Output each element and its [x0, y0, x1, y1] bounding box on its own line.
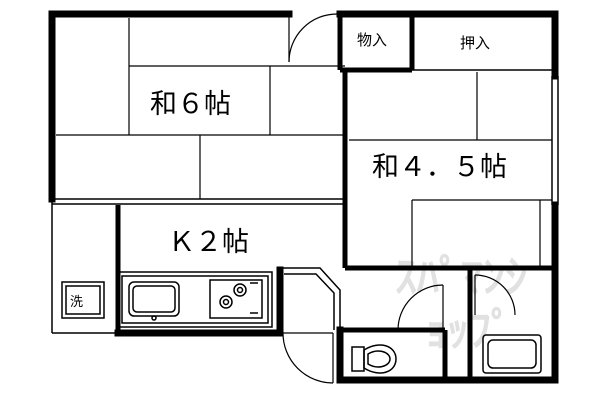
kitchen-counter	[117, 271, 273, 328]
room-label-oshiire: 押入	[460, 34, 490, 52]
tatami-45	[349, 72, 552, 268]
watermark-line1: ｽﾊﾟﾏﾝｼ	[395, 252, 527, 303]
sink-icon	[128, 281, 180, 321]
thin-partitions	[51, 76, 559, 334]
bath-door	[474, 274, 516, 316]
entry-door	[288, 13, 338, 63]
bathtub-icon	[482, 334, 542, 374]
toilet-icon	[351, 344, 397, 374]
washer-icon	[61, 281, 105, 319]
outer-walls	[48, 10, 559, 384]
toilet-door	[397, 284, 444, 331]
stove-icon	[209, 279, 263, 319]
tatami-6	[56, 18, 345, 199]
entrance-door	[282, 332, 334, 384]
room-label-washitsu-45: 和４．５帖	[372, 152, 507, 183]
room-label-kitchen: Ｋ２帖	[168, 227, 249, 258]
shoe-box	[278, 267, 341, 330]
room-label-monoire: 物入	[357, 31, 387, 49]
washer-label: 洗	[70, 295, 83, 310]
room-label-washitsu-6: 和６帖	[150, 89, 231, 120]
